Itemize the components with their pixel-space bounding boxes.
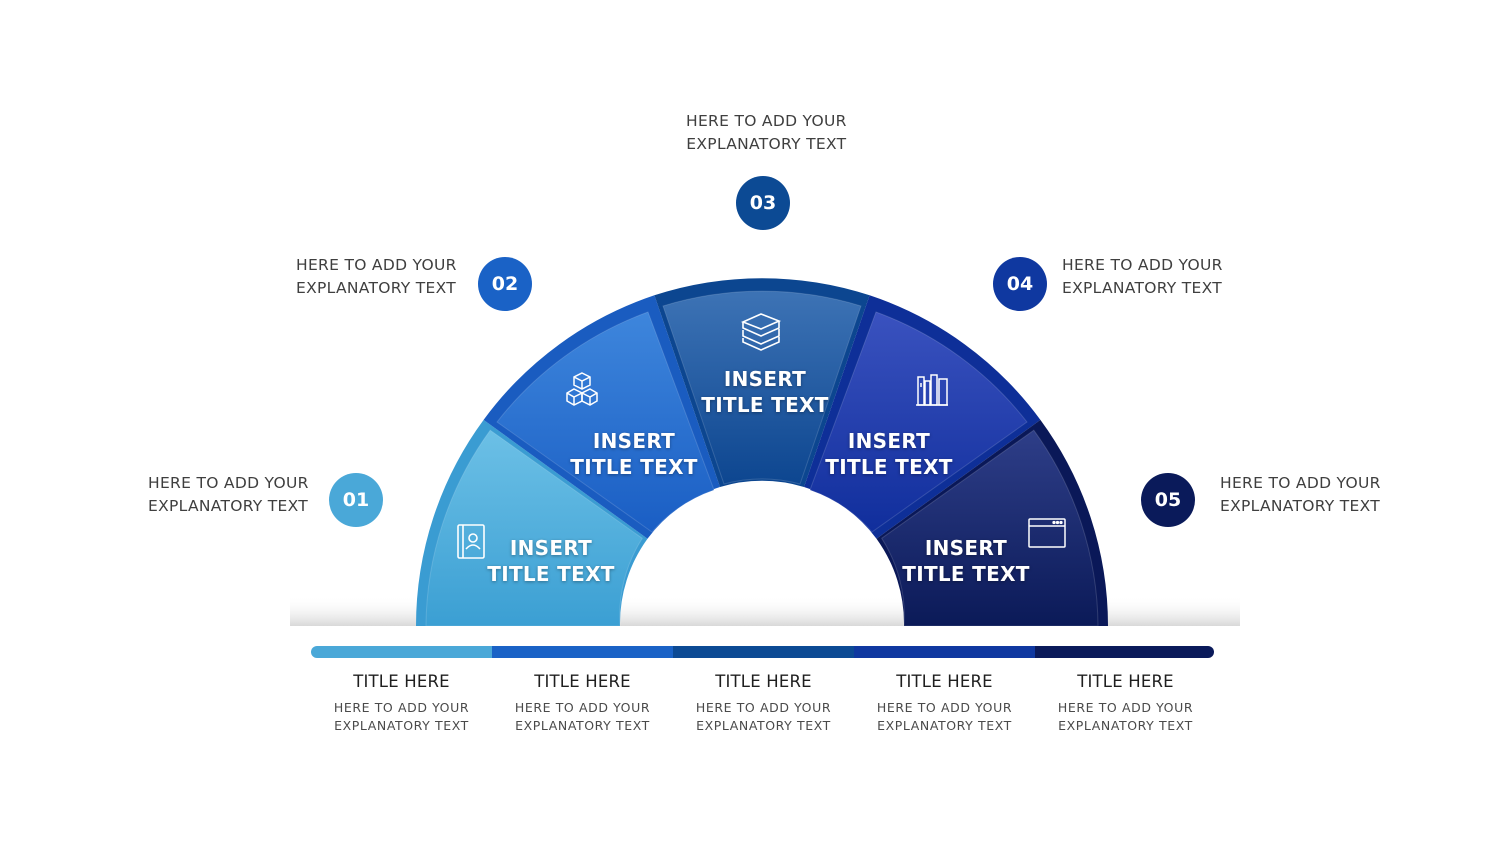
bar-segment-4 xyxy=(854,646,1035,658)
segment-5[interactable] xyxy=(881,429,1099,627)
segment-4[interactable] xyxy=(809,311,1028,533)
bookshelf-icon xyxy=(916,374,948,406)
bar-segment-3 xyxy=(673,646,854,658)
bar-segment-5 xyxy=(1035,646,1214,658)
segment-3[interactable] xyxy=(662,290,862,485)
column-5-title: TITLE HERE xyxy=(1077,672,1174,691)
bar-segment-1 xyxy=(311,646,492,658)
column-3-title: TITLE HERE xyxy=(715,672,812,691)
step-02-badge: 02 xyxy=(478,257,532,311)
column-4-title: TITLE HERE xyxy=(896,672,993,691)
step-01-badge: 01 xyxy=(329,473,383,527)
segment-2[interactable] xyxy=(496,311,715,533)
browser-window-icon xyxy=(1028,518,1066,548)
column-1-title: TITLE HERE xyxy=(353,672,450,691)
cubes-icon xyxy=(566,372,598,406)
bar-segment-2 xyxy=(492,646,673,658)
book-stack-icon xyxy=(740,313,782,351)
column-2-title: TITLE HERE xyxy=(534,672,631,691)
step-04-badge: 04 xyxy=(993,257,1047,311)
segment-1[interactable] xyxy=(425,429,643,627)
step-05-badge: 05 xyxy=(1141,473,1195,527)
contact-book-icon xyxy=(457,524,485,559)
step-03-badge: 03 xyxy=(736,176,790,230)
